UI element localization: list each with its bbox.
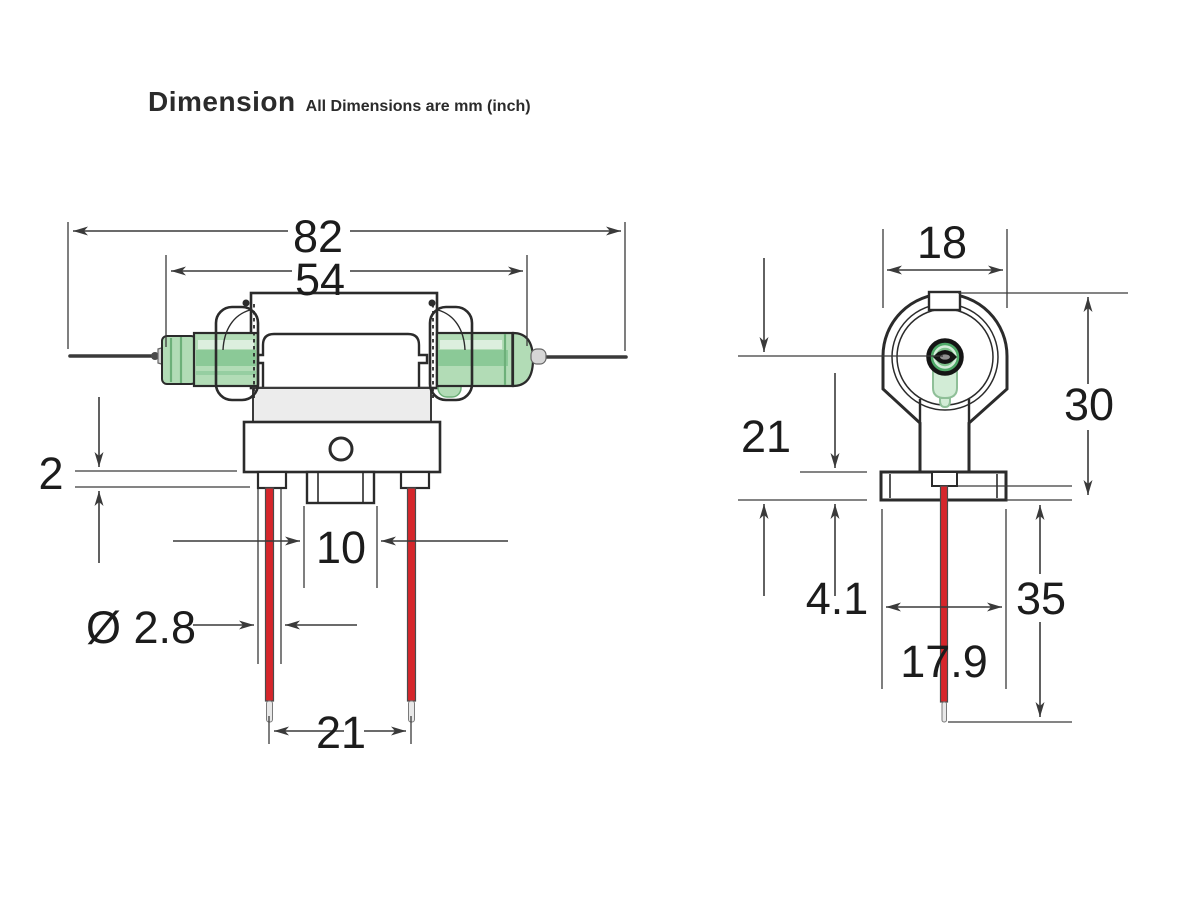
front-center-tab [305, 470, 376, 505]
dim-center-tab-width: 10 [173, 506, 508, 588]
dim-head-width: 18 [882, 217, 1008, 308]
dim-center-to-base-label: 21 [741, 411, 791, 462]
side-top-notch [927, 290, 962, 312]
dim-wire-diameter-label: Ø 2.8 [86, 602, 196, 653]
dim-overall-height-label: 30 [1064, 379, 1114, 430]
dim-flange-width-label: 17.9 [900, 636, 988, 687]
dim-overall-length-label: 82 [293, 211, 343, 262]
wire-tip-side [941, 701, 947, 723]
clip-lobe-left [214, 305, 260, 402]
page-subtitle: All Dimensions are mm (inch) [305, 98, 531, 115]
dim-wire-pitch-label: 21 [316, 707, 366, 758]
dim-wire-length: 35 [1016, 505, 1066, 717]
clip-end-right [428, 299, 436, 307]
lamp-tip-left [151, 352, 159, 360]
dim-center-tab-width-label: 10 [316, 522, 366, 573]
dim-overall-length: 82 [67, 211, 626, 351]
dim-flange-thickness: 4.1 [806, 373, 869, 624]
front-left-tab [256, 470, 288, 490]
dim-flange-thickness-label: 4.1 [806, 573, 869, 624]
dim-body-length-label: 54 [295, 254, 345, 305]
dim-tab-height: 2 [38, 397, 250, 563]
glass-lamp-left [161, 331, 260, 388]
front-view: 82 54 2 [38, 211, 628, 758]
front-gray-band [252, 387, 432, 423]
side-wire-boss [931, 471, 958, 487]
dim-body-length: 54 [165, 254, 528, 347]
dim-tab-height-label: 2 [38, 448, 63, 499]
dim-center-to-base: 21 [741, 258, 791, 596]
glass-lamp-right [435, 331, 535, 398]
mounting-hole [328, 436, 354, 462]
side-view: 18 30 21 [738, 217, 1128, 723]
clip-lobe-right [428, 305, 474, 402]
dim-head-width-label: 18 [917, 217, 967, 268]
page-header: Dimension All Dimensions are mm (inch) [148, 86, 531, 118]
dim-wire-diameter: Ø 2.8 [86, 489, 357, 664]
front-right-tab [399, 470, 431, 490]
dim-wire-pitch: 21 [268, 707, 412, 758]
red-wire-left [264, 487, 275, 702]
side-bulb [932, 369, 958, 409]
dim-flange-width: 17.9 [881, 509, 1007, 689]
front-lower-body [242, 420, 442, 474]
dim-wire-length-label: 35 [1016, 573, 1066, 624]
red-wire-right [406, 487, 417, 702]
clip-end-left [242, 299, 250, 307]
front-cover-plate [253, 332, 429, 390]
lamp-tip-right [530, 348, 547, 365]
side-lamp-end [926, 338, 964, 376]
page-title: Dimension [148, 86, 296, 117]
dim-overall-height: 30 [1064, 297, 1114, 495]
